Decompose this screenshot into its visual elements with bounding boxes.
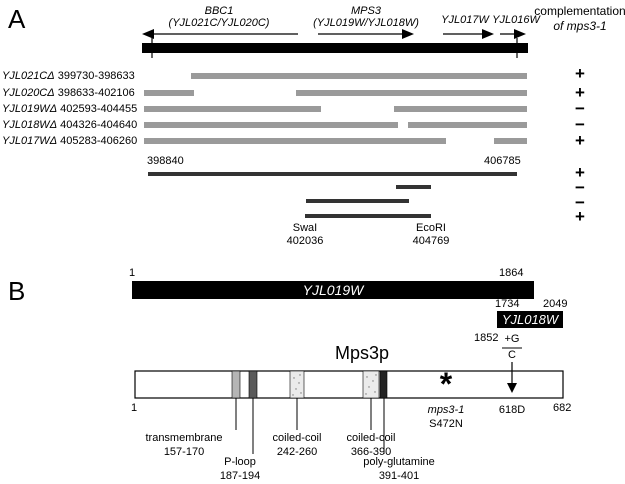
deletion-result-5: +	[575, 131, 585, 150]
coiled-coil-speckles	[292, 374, 377, 396]
domain-label-poly-glutamine: poly-glutamine	[363, 456, 435, 468]
gene-yjl017w-label: YJL017W	[441, 14, 489, 26]
orf2-start: 1734	[495, 298, 520, 310]
deletion-row-2: YJL020CΔ 398633-402106	[2, 87, 135, 99]
mutation-arrowhead	[507, 383, 517, 393]
gene-bbc1-sub: (YJL021C/YJL020C)	[168, 17, 270, 29]
gene-mps3-label: MPS3	[351, 5, 381, 17]
fragment-result-2: −	[575, 178, 585, 197]
complementation-header-line1: complementation	[534, 4, 625, 18]
orf2-name: YJL018W	[497, 311, 563, 328]
domain-range-p-loop: 187-194	[219, 470, 261, 482]
residue-618: 618D	[498, 404, 526, 416]
orf2-end: 2049	[543, 298, 568, 310]
deletion-range: 398633-402106	[57, 87, 135, 99]
domain-range-coiled-coil-1: 242-260	[276, 446, 318, 458]
mutation-pos: 1852	[474, 332, 499, 344]
deletion-row-5: YJL017WΔ 405283-406260	[2, 135, 137, 147]
domain-transmembrane	[231, 370, 241, 399]
protein-box	[134, 370, 564, 399]
fragment-result-1: +	[575, 163, 585, 182]
fragment-start-label: 398840	[147, 155, 184, 167]
deletion-name: YJL021CΔ	[2, 70, 55, 82]
deletion-bar-yjl018w-left	[144, 122, 398, 128]
deletion-bar-yjl017w-left	[144, 138, 446, 144]
mps3-arrowhead	[402, 29, 414, 39]
complementation-header-line2: of mps3-1	[553, 19, 607, 33]
mps3-1-change: S472N	[429, 418, 463, 430]
protein-start: 1	[131, 402, 138, 414]
deletion-name: YJL017WΔ	[2, 135, 58, 147]
deletion-result-2: +	[575, 83, 585, 102]
deletion-range: 399730-398633	[57, 70, 135, 82]
domain-label-transmembrane: transmembrane	[145, 432, 223, 444]
domain-label-p-loop: P-loop	[224, 456, 256, 468]
domain-range-transmembrane: 157-170	[163, 446, 205, 458]
fragment-short	[396, 185, 431, 189]
deletion-row-4: YJL018WΔ 404326-404640	[2, 119, 137, 131]
gene-mps3-sub: (YJL019W/YJL018W)	[313, 17, 419, 29]
orf-yjl019w-bar	[132, 281, 534, 299]
mps3-1-allele: mps3-1	[427, 404, 465, 416]
protein-name: Mps3p	[334, 343, 390, 363]
domain-range-poly-glutamine: 391-401	[378, 470, 420, 482]
fragment-mid	[306, 199, 409, 203]
orf1-end: 1864	[499, 267, 524, 279]
mutation-insert: +G	[504, 333, 520, 345]
site-swai-pos: 402036	[286, 235, 324, 247]
deletion-row-3: YJL019WΔ 402593-404455	[2, 103, 137, 115]
deletion-bar-yjl021c	[191, 73, 527, 79]
mps3-1-star: *	[439, 366, 453, 402]
deletion-name: YJL020CΔ	[2, 87, 55, 99]
bbc1-arrowhead	[142, 29, 154, 39]
domain-range-coiled-coil-2: 366-390	[350, 446, 392, 458]
deletion-result-1: +	[575, 64, 585, 83]
site-swai-name: SwaI	[292, 222, 318, 234]
domain-coiled-coil-1	[289, 370, 305, 399]
fragment-swai-ecori	[305, 214, 431, 218]
deletion-bar-yjl020c-left	[144, 90, 194, 96]
yjl016w-arrowhead	[514, 29, 526, 39]
site-ecori-name: EcoRI	[416, 222, 446, 234]
deletion-bar-yjl017w-right	[494, 138, 527, 144]
site-ecori-pos: 404769	[412, 235, 450, 247]
deletion-range: 404326-404640	[60, 119, 138, 131]
fragment-result-3: −	[575, 193, 585, 212]
domain-label-coiled-coil-1: coiled-coil	[272, 432, 322, 444]
deletion-bar-yjl019w-right	[394, 106, 527, 112]
deletion-range: 402593-404455	[60, 103, 138, 115]
fragment-end-label: 406785	[484, 155, 521, 167]
domain-label-coiled-coil-2: coiled-coil	[346, 432, 396, 444]
fragment-result-4: +	[575, 207, 585, 226]
deletion-bar-yjl019w-left	[144, 106, 321, 112]
deletion-bar-yjl018w-right	[408, 122, 527, 128]
deletion-result-4: −	[575, 115, 585, 134]
deletion-range: 405283-406260	[60, 135, 138, 147]
chromosome-bar	[142, 43, 528, 53]
deletion-row-1: YJL021CΔ 399730-398633	[2, 70, 135, 82]
domain-poly-glutamine	[379, 370, 388, 399]
mutation-base: C	[508, 349, 516, 361]
deletion-bar-yjl020c-right	[296, 90, 527, 96]
deletion-name: YJL019WΔ	[2, 103, 58, 115]
orf1-name: YJL019W	[302, 282, 364, 298]
gene-yjl016w-label: YJL016W	[492, 14, 540, 26]
deletion-result-3: −	[575, 99, 585, 118]
yjl017w-arrowhead	[482, 29, 494, 39]
domain-p-loop	[248, 370, 258, 399]
panel-b-label: B	[8, 276, 26, 306]
panel-a-label: A	[8, 4, 26, 34]
gene-bbc1-label: BBC1	[204, 5, 234, 17]
protein-end: 682	[553, 402, 572, 414]
fragment-full	[148, 172, 517, 176]
orf1-start: 1	[129, 267, 136, 279]
deletion-name: YJL018WΔ	[2, 119, 58, 131]
